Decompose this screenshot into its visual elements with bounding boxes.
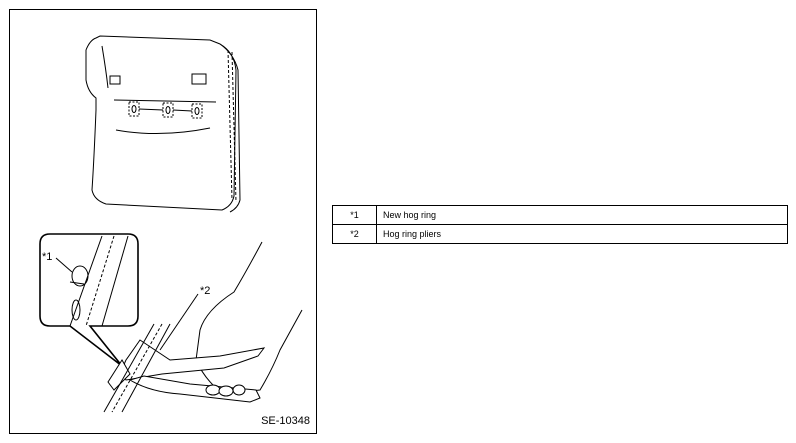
detail-callout bbox=[39, 233, 139, 367]
hog-ring-marker bbox=[162, 102, 174, 118]
pliers-jaw bbox=[107, 359, 131, 391]
callout-2-label: *2 bbox=[200, 285, 210, 297]
legend-row: *2 Hog ring pliers bbox=[332, 224, 788, 244]
hand-with-pliers bbox=[107, 241, 303, 403]
hog-ring-detail bbox=[71, 265, 89, 287]
illustration-panel: *1 *2 SE-10348 bbox=[9, 9, 317, 434]
legend-table: *1 New hog ring *2 Hog ring pliers bbox=[332, 205, 788, 244]
callout-1-leader bbox=[55, 257, 73, 273]
legend-row: *1 New hog ring bbox=[332, 205, 788, 225]
hog-ring-marker bbox=[191, 103, 203, 119]
legend-text: New hog ring bbox=[376, 205, 788, 225]
legend-key: *1 bbox=[332, 205, 377, 225]
callout-2-leader bbox=[159, 293, 199, 351]
seat-back-illustration: *1 *2 bbox=[39, 35, 303, 413]
hog-ring-marker bbox=[128, 101, 140, 117]
detail-drawing bbox=[69, 235, 129, 327]
legend-text: Hog ring pliers bbox=[376, 224, 788, 244]
legend-key: *2 bbox=[332, 224, 377, 244]
seat-back-drawing bbox=[85, 35, 241, 213]
seat-frame-section bbox=[103, 323, 171, 413]
figure-code: SE-10348 bbox=[261, 415, 310, 427]
callout-1-label: *1 bbox=[42, 251, 52, 263]
hog-ring-positions bbox=[128, 101, 203, 119]
